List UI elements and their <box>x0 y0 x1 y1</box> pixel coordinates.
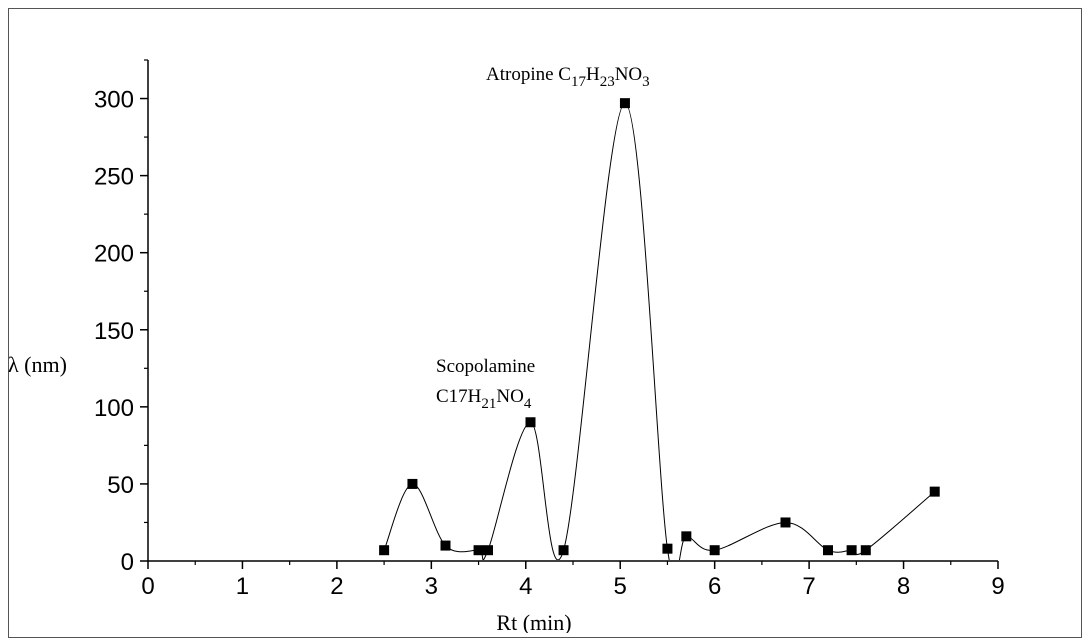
y-tick-label: 250 <box>94 164 134 191</box>
data-point <box>483 545 493 556</box>
data-point <box>558 545 569 556</box>
chart-frame <box>8 8 1082 638</box>
series-curve <box>383 102 936 560</box>
data-point <box>473 545 484 556</box>
data-point <box>846 545 857 556</box>
x-axis-label: Rt (min) <box>496 610 571 633</box>
x-tick-label: 2 <box>330 573 343 600</box>
curve-layer <box>383 102 936 560</box>
data-point <box>525 417 536 428</box>
x-tick-label: 7 <box>802 573 815 600</box>
x-tick-label: 6 <box>708 573 721 600</box>
data-point <box>407 478 418 489</box>
x-tick-label: 3 <box>425 573 438 600</box>
x-tick-label: 0 <box>141 573 154 600</box>
x-tick-label: 4 <box>519 573 532 600</box>
data-point <box>619 98 630 109</box>
data-point <box>709 545 720 556</box>
y-axis-label: λ (nm) <box>8 352 67 377</box>
annotation-atropine: Atropine C17H23NO3 <box>486 64 650 90</box>
x-tick-label: 9 <box>991 573 1004 600</box>
y-tick-label: 200 <box>94 241 134 268</box>
data-point <box>860 545 871 556</box>
axes: 0 1 2 3 4 5 6 7 8 9 0 50 100 150 200 250 300 <box>94 59 1005 600</box>
annotation-scopolamine-name: Scopolamine <box>436 356 535 377</box>
y-tick-label: 300 <box>94 87 134 114</box>
y-tick-label: 0 <box>121 549 134 576</box>
y-tick-label: 150 <box>94 318 134 345</box>
data-point <box>681 531 692 542</box>
y-tick-label: 50 <box>107 472 134 499</box>
annotation-scopolamine-formula: C17H21NO4 <box>436 386 532 412</box>
data-marks <box>379 98 940 556</box>
data-point <box>780 517 791 528</box>
x-tick-label: 1 <box>236 573 249 600</box>
x-tick-label: 8 <box>897 573 910 600</box>
x-tick-label: 5 <box>614 573 627 600</box>
data-point <box>662 543 673 554</box>
data-point <box>379 545 390 556</box>
data-point <box>440 540 451 551</box>
y-tick-label: 100 <box>94 395 134 422</box>
data-point <box>929 486 940 497</box>
data-point <box>823 545 833 556</box>
